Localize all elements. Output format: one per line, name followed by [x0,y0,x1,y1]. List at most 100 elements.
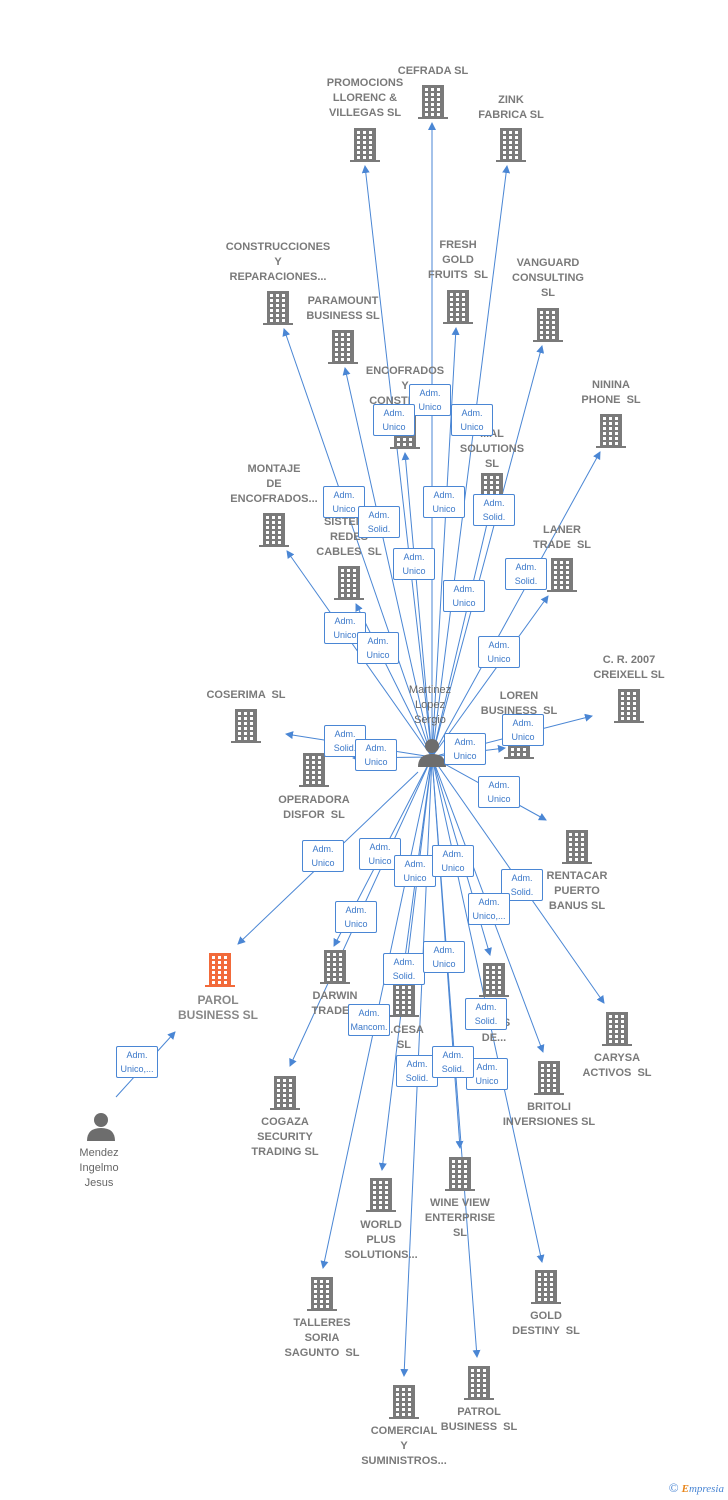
center-person-label: Martinez Lopez Sergio [408,684,452,726]
company-vanguard-icon[interactable] [533,308,563,342]
company-promocions-label: PROMOCIONS LLORENC & VILLEGAS SL [326,77,404,119]
company-sistemas-icon[interactable] [334,566,364,600]
company-ninina-icon[interactable] [596,414,626,448]
company-coserima-icon[interactable] [231,709,261,743]
edge-label: Adm. Unico [432,845,474,877]
edge-label: Adm. Solid. [358,506,400,538]
edge-label: Adm. Unico [444,733,486,765]
edge-label: Adm. Solid. [473,494,515,526]
company-coserima-label: COSERIMA SL [206,689,286,701]
company-cesa-label: ...CESA SL [384,1024,424,1051]
edge-label: Adm. Unico [357,632,399,664]
company-rentacar-icon[interactable] [562,830,592,864]
edge-label: Adm. Unico [355,739,397,771]
edge-label: Adm. Unico [451,404,493,436]
center-person-icon[interactable] [418,739,446,767]
company-cr2007-label: C. R. 2007 CREIXELL SL [593,654,665,681]
company-worldplus-label: WORLD PLUS SOLUTIONS... [344,1219,418,1261]
company-worldplus-icon[interactable] [366,1178,396,1212]
copyright-symbol: © [668,1480,679,1495]
edge-label: Adm. Solid. [432,1046,474,1078]
edge-solutions [431,510,493,758]
edge-label: Adm. Mancom. [348,1004,390,1036]
edge-label: Adm. Solid. [465,998,507,1030]
company-wineview-label: WINE VIEW ENTERPRISE SL [424,1197,496,1239]
company-ninina-label: NININA PHONE SL [581,379,641,406]
edge-label: Adm. Unico [423,486,465,518]
company-montaje-icon[interactable] [259,513,289,547]
company-construcciones-label: CONSTRUCCIONES Y REPARACIONES... [225,241,331,283]
company-cefrada-label: CEFRADA SL [397,65,469,77]
company-darwin-label: DARWIN TRADE... [311,990,359,1017]
edge-label: Adm. Unico [373,404,415,436]
company-cogaza-icon[interactable] [270,1076,300,1110]
company-montaje-label: MONTAJE DE ENCOFRADOS... [230,463,318,505]
company-talleres-icon[interactable] [307,1277,337,1311]
company-ya-icon[interactable] [479,963,509,997]
edge-promocions [361,165,433,758]
company-talleres-label: TALLERES SORIA SAGUNTO SL [284,1317,360,1359]
edge-label: Adm. Solid. [505,558,547,590]
company-laner-icon[interactable] [547,558,577,592]
company-zink-icon[interactable] [496,128,526,162]
edge-zink [431,165,511,758]
edge-label: Adm. Unico [478,776,520,808]
brand-name: mpresia [688,1483,724,1495]
focus-company-label: PAROL BUSINESS SL [177,993,259,1022]
other-person-label: Mendez Ingelmo Jesus [79,1147,119,1189]
company-laner-label: LANER TRADE SL [532,524,592,551]
company-carysa-icon[interactable] [602,1012,632,1046]
company-zink-label: ZINK FABRICA SL [478,94,544,121]
company-operadora-label: OPERADORA DISFOR SL [278,794,350,821]
company-fresh-icon[interactable] [443,290,473,324]
company-patrol-icon[interactable] [464,1366,494,1400]
edge-label: Adm. Unico [302,840,344,872]
edge-label: Adm. Unico [323,486,365,518]
company-comercial-icon[interactable] [389,1385,419,1419]
edge-sistemas [355,603,433,758]
edge-label: Adm. Unico [393,548,435,580]
edge-label: Adm. Unico [335,901,377,933]
company-britoli-label: BRITOLI INVERSIONES SL [502,1101,596,1128]
edge-label: Adm. Solid. [396,1055,438,1087]
focus-company-icon[interactable] [205,953,235,987]
edge-construcciones [282,328,433,758]
company-paramount-icon[interactable] [328,330,358,364]
edge-label: Adm. Unico [394,855,436,887]
company-cefrada-icon[interactable] [418,85,448,119]
company-britoli-icon[interactable] [534,1061,564,1095]
edge-label: Adm. Unico,... [116,1046,158,1078]
edge-label: Adm. Unico,... [468,893,510,925]
company-darwin-icon[interactable] [320,950,350,984]
brand-initial: E [681,1483,689,1495]
company-cogaza-label: COGAZA SECURITY TRADING SL [251,1116,319,1158]
company-gold-icon[interactable] [531,1270,561,1304]
edge-paramount [342,367,433,758]
edge-label: Adm. Unico [466,1058,508,1090]
edge-label: Adm. Unico [423,941,465,973]
company-cesa-icon[interactable] [389,983,419,1017]
edge-vanguard [431,345,545,758]
edge-fresh [431,327,460,758]
footer-brand: ©Empresia [669,1480,724,1496]
edge-label: Adm. Unico [502,714,544,746]
company-comercial-label: COMERCIAL Y SUMINISTROS... [361,1425,447,1467]
company-promocions-icon[interactable] [350,128,380,162]
company-rentacar-label: RENTACAR PUERTO BANUS SL [546,870,608,912]
company-carysa-label: CARYSA ACTIVOS SL [582,1052,652,1079]
other-person-icon[interactable] [87,1113,115,1141]
company-wineview-icon[interactable] [445,1157,475,1191]
company-gold-label: GOLD DESTINY SL [512,1310,580,1337]
nodes-layer [87,85,644,1419]
company-patrol-label: PATROL BUSINESS SL [440,1406,518,1433]
edge-label: Adm. Solid. [383,953,425,985]
company-operadora-icon[interactable] [299,753,329,787]
company-cr2007-icon[interactable] [614,689,644,723]
company-construcciones-icon[interactable] [263,291,293,325]
company-paramount-label: PARAMOUNT BUSINESS SL [306,295,380,322]
edge-label: Adm. Unico [478,636,520,668]
edge-label: Adm. Unico [443,580,485,612]
edge-laner [431,595,549,758]
company-fresh-label: FRESH GOLD FRUITS SL [428,239,488,281]
